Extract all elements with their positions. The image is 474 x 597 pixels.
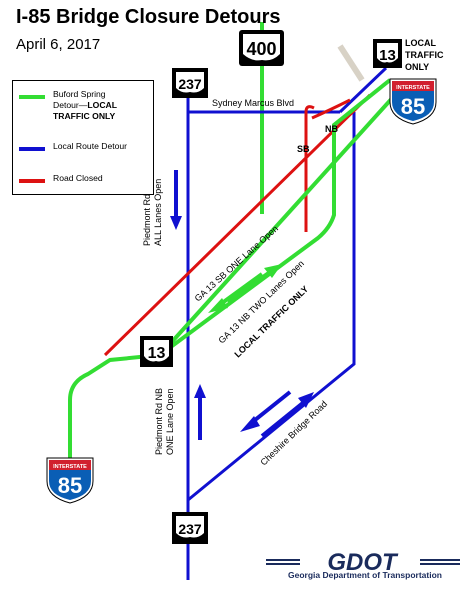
legend-text-red: Road Closed (53, 173, 103, 183)
ga13-nb-arrow (226, 264, 282, 304)
i85-bottom-shield: INTERSTATE 85 (46, 457, 94, 504)
sb-label: SB (297, 144, 310, 154)
legend-green-bold: LOCAL TRAFFIC ONLY (53, 100, 117, 121)
gdot-name: Georgia Department of Transportation (288, 570, 442, 580)
legend-item-red: Road Closed (19, 173, 151, 184)
sr13-mid-number: 13 (148, 345, 166, 362)
sydney-marcus-label: Sydney Marcus Blvd (212, 98, 295, 108)
piedmont-sb-arrow (170, 170, 182, 230)
sr237-top-shield: 237 (172, 68, 208, 98)
cheshire-bridge-route (187, 112, 356, 502)
sr400-shield: 400 (239, 30, 284, 66)
ga13-sb-arrow (208, 272, 264, 313)
sr400-number: 400 (246, 39, 276, 59)
sydney-to-sr13-route (338, 66, 388, 114)
piedmont-nb-label-line2: ONE Lane Open (165, 388, 175, 455)
local-traffic-label-line1: LOCAL (405, 38, 436, 48)
sr13-top-shield: 13 (373, 39, 402, 68)
piedmont-sb-label-line2: ALL Lanes Open (153, 179, 163, 246)
legend-swatch-blue (19, 147, 45, 151)
closed-ramp-stub (337, 44, 365, 82)
map-title: I-85 Bridge Closure Detours (16, 6, 281, 28)
sr237-bottom-shield: 237 (172, 512, 208, 544)
legend-item-green: Buford Spring Detour—LOCAL TRAFFIC ONLY (19, 89, 151, 122)
sr237-top-number: 237 (178, 76, 202, 92)
legend-text-blue: Local Route Detour (53, 141, 128, 151)
local-traffic-label-line2: TRAFFIC (405, 50, 444, 60)
sr237-bottom-number: 237 (178, 521, 202, 537)
legend: Buford Spring Detour—LOCAL TRAFFIC ONLY … (12, 80, 154, 195)
legend-item-blue: Local Route Detour (19, 141, 151, 152)
legend-green-line2: Detour— (53, 100, 88, 110)
nb-label: NB (325, 124, 338, 134)
piedmont-sb-label-line1: Piedmont Rd SB (142, 179, 152, 246)
i85-closed-segment (103, 93, 372, 357)
ga13-closed-curve (304, 105, 315, 113)
i85-bottom-number: 85 (58, 473, 82, 498)
gdot-logo-graphic: GDOT (266, 549, 460, 576)
i85-top-number: 85 (401, 94, 425, 119)
cheshire-sb-arrow (240, 390, 292, 432)
sr13-mid-shield: 13 (140, 336, 173, 367)
cheshire-nb-arrow (260, 392, 314, 438)
i85-bottom-banner: INTERSTATE (53, 464, 87, 470)
legend-swatch-red (19, 179, 45, 183)
legend-green-line1: Buford Spring (53, 89, 106, 99)
ga13-nb-green-route (158, 93, 397, 357)
sr13-top-number: 13 (379, 47, 396, 64)
i85-top-banner: INTERSTATE (396, 85, 430, 91)
i85-top-shield: INTERSTATE 85 (389, 78, 437, 125)
piedmont-nb-label-line1: Piedmont Rd NB (154, 388, 164, 455)
piedmont-nb-arrow (194, 384, 206, 440)
local-traffic-label-line3: ONLY (405, 62, 430, 72)
legend-text-green: Buford Spring Detour—LOCAL TRAFFIC ONLY (53, 89, 151, 122)
legend-swatch-green (19, 95, 45, 99)
map-date: April 6, 2017 (16, 36, 101, 53)
ga13-closed-ramp (304, 98, 351, 232)
gdot-logo-text: GDOT (327, 549, 399, 576)
